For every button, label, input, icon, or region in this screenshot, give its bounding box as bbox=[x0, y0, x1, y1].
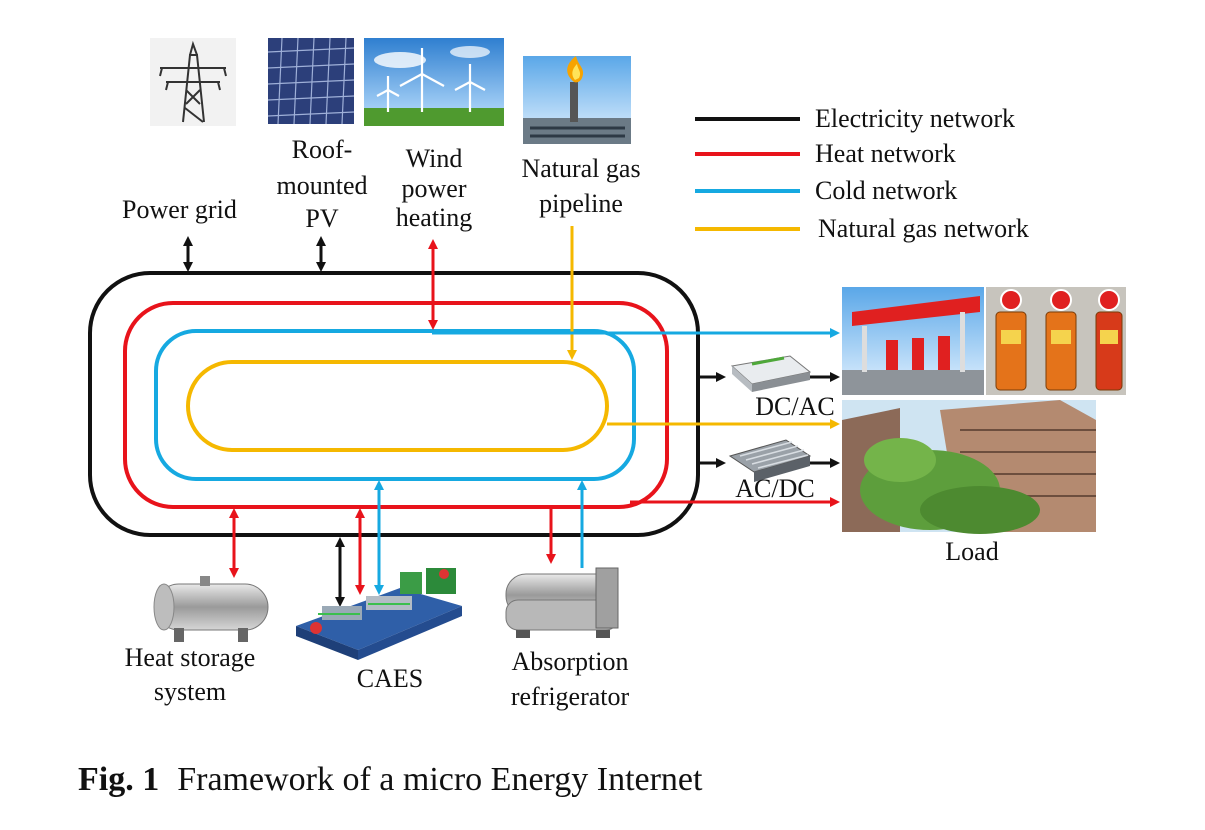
absorption-chiller-icon bbox=[505, 567, 619, 638]
dcac-label: DC/AC bbox=[755, 392, 835, 421]
gas-label-line1: Natural gas bbox=[521, 154, 641, 183]
pv-label-line2: mounted bbox=[276, 171, 368, 200]
legend-electricity-label: Electricity network bbox=[815, 104, 1015, 133]
absorption-label-line2: refrigerator bbox=[510, 682, 630, 711]
caes-plant-icon bbox=[296, 568, 462, 660]
power-grid-label: Power grid bbox=[122, 195, 237, 224]
gas-ring bbox=[186, 360, 609, 452]
converter-icon bbox=[728, 439, 812, 482]
caes-label: CAES bbox=[356, 664, 424, 693]
absorption-label-line1: Absorption bbox=[511, 647, 629, 676]
cold-ring bbox=[154, 329, 636, 481]
heat-ring bbox=[123, 301, 669, 509]
storage-tank-icon bbox=[153, 576, 269, 642]
residential-buildings-icon bbox=[842, 400, 1096, 534]
gas-label-line2: pipeline bbox=[539, 189, 623, 218]
heat-storage-label-line1: Heat storage bbox=[124, 643, 256, 672]
acdc-label: AC/DC bbox=[735, 474, 815, 503]
figure-title: Framework of a micro Energy Internet bbox=[177, 761, 703, 798]
wind-label-line2: power bbox=[401, 174, 467, 203]
legend-cold-label: Cold network bbox=[815, 176, 958, 205]
electricity-ring bbox=[88, 271, 700, 537]
wind-label-line1: Wind bbox=[405, 144, 463, 173]
wind-label-line3: heating bbox=[395, 203, 473, 232]
figure-caption: Fig. 1 Framework of a micro Energy Intern… bbox=[78, 760, 702, 800]
legend-heat-label: Heat network bbox=[815, 139, 956, 168]
solar-panel-icon bbox=[267, 37, 355, 125]
wind-turbine-icon bbox=[364, 38, 504, 126]
transmission-tower-icon bbox=[150, 38, 236, 126]
heat-storage-label-line2: system bbox=[153, 677, 227, 706]
gas-flame-icon bbox=[523, 56, 631, 144]
figure-number: Fig. 1 bbox=[78, 761, 160, 798]
pv-label-line1: Roof- bbox=[291, 135, 353, 164]
load-label: Load bbox=[945, 537, 999, 566]
legend-gas-label: Natural gas network bbox=[818, 214, 1029, 243]
pv-label-line3: PV bbox=[305, 204, 339, 233]
inverter-icon bbox=[730, 355, 812, 392]
gas-station-icon bbox=[842, 287, 1126, 395]
